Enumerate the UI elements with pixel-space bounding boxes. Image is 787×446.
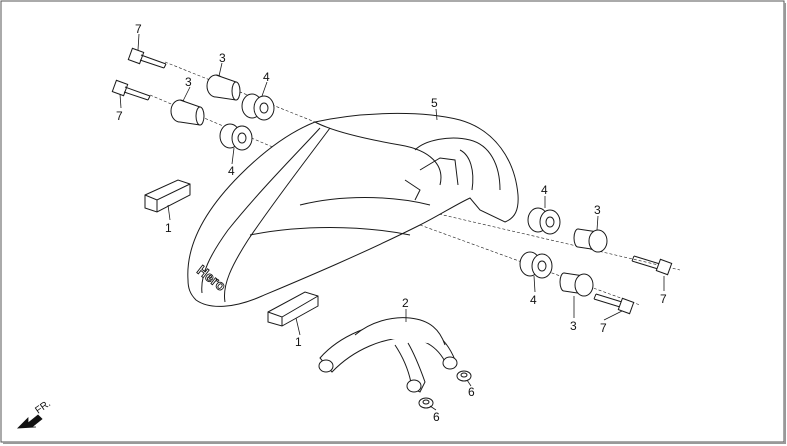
callout-bolt-upper-left: 7: [135, 22, 142, 36]
bolt-upper-left: [127, 47, 167, 69]
callout-fender: 5: [431, 96, 438, 110]
collar-upper-right: [573, 228, 608, 253]
arrow-icon: [16, 414, 43, 429]
callout-grommet-lower-left: 4: [228, 164, 235, 178]
collar-upper-left: [206, 74, 241, 101]
grommet-upper-left: [241, 93, 275, 121]
callout-bolt-upper-right: 7: [660, 292, 667, 306]
callout-nut-right: 6: [468, 385, 475, 399]
grommet-lower-right: [519, 251, 553, 279]
front-fender: [187, 112, 519, 307]
callout-grommet-upper-left: 4: [263, 70, 270, 84]
callout-collar-lower-left: 3: [185, 75, 192, 89]
emblem-front: [267, 291, 319, 327]
grommet-lower-left: [219, 123, 253, 151]
callout-collar-upper-right: 3: [594, 203, 601, 217]
nut-right: [456, 370, 472, 382]
collar-lower-left: [170, 99, 205, 126]
callout-nut-left: 6: [433, 410, 440, 424]
callout-grommet-lower-right: 4: [530, 293, 537, 307]
callout-collar-lower-right: 3: [570, 319, 577, 333]
callout-grommet-upper-right: 4: [541, 183, 548, 197]
bolt-upper-right: [631, 255, 673, 276]
emblem-left: [144, 179, 191, 213]
grommet-upper-right: [527, 207, 561, 235]
fender-brace: [318, 317, 458, 393]
nut-left: [418, 397, 434, 409]
callout-bolt-lower-left: 7: [116, 109, 123, 123]
leader-lines: [119, 33, 665, 411]
callout-brace: 2: [402, 296, 409, 310]
callout-bolt-lower-right: 7: [600, 321, 607, 335]
callout-emblem-left: 1: [165, 221, 172, 235]
callout-emblem-front: 1: [295, 335, 302, 349]
bolt-lower-left: [111, 79, 151, 101]
callout-collar-upper-left: 3: [219, 51, 226, 65]
collar-lower-right: [559, 272, 594, 297]
bolt-lower-right: [593, 293, 635, 315]
